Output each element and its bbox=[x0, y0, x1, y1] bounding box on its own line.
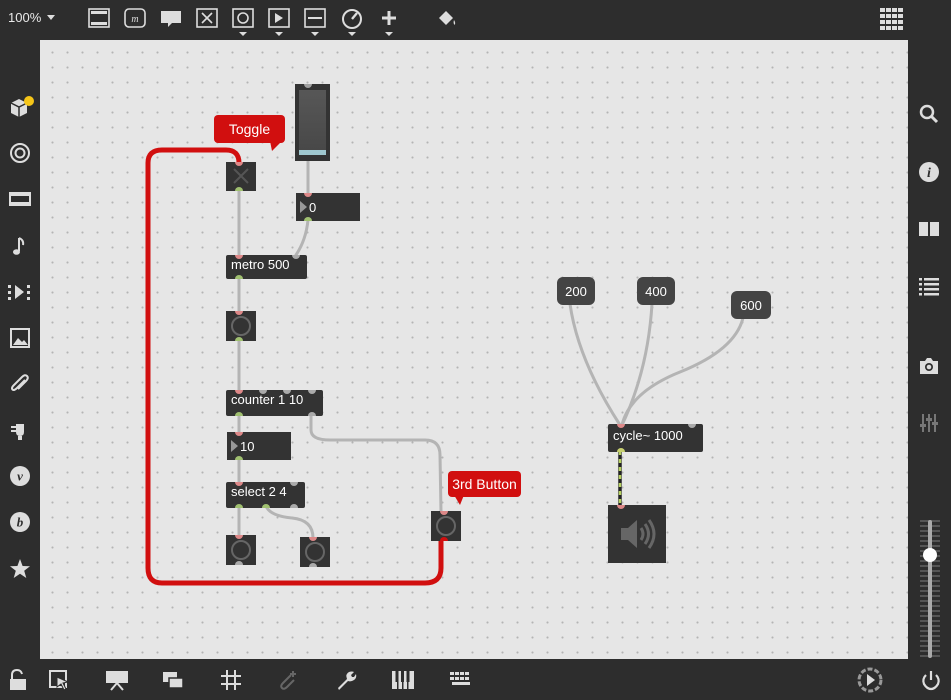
chevron-down-icon[interactable] bbox=[239, 32, 247, 36]
playbar-icon[interactable] bbox=[267, 7, 291, 29]
list-icon[interactable] bbox=[917, 275, 941, 299]
cycle-text: cycle~ 1000 bbox=[613, 428, 683, 443]
toggle-icon[interactable] bbox=[195, 7, 219, 29]
number-box-counter[interactable]: 10 bbox=[227, 432, 291, 460]
grid-icon[interactable] bbox=[219, 667, 243, 693]
speaker-icon bbox=[621, 519, 656, 549]
message-400-text: 400 bbox=[645, 283, 667, 299]
bang-ring-icon bbox=[436, 516, 456, 536]
bang-ring-icon bbox=[305, 542, 325, 562]
piano-icon[interactable] bbox=[390, 667, 416, 693]
add-icon[interactable] bbox=[377, 7, 401, 29]
search-icon[interactable] bbox=[917, 102, 941, 126]
package-icon[interactable] bbox=[8, 94, 34, 120]
svg-text:b: b bbox=[17, 515, 24, 530]
number-value: 0 bbox=[309, 199, 317, 215]
svg-text:m: m bbox=[131, 14, 138, 25]
select-text: select 2 4 bbox=[231, 484, 287, 499]
chevron-down-icon[interactable] bbox=[275, 32, 283, 36]
select-object[interactable]: select 2 4 bbox=[226, 482, 305, 508]
power-icon[interactable] bbox=[918, 667, 944, 693]
third-button-comment-text: 3rd Button bbox=[452, 476, 517, 492]
bang-button-3[interactable] bbox=[300, 537, 330, 567]
keyboard-icon[interactable] bbox=[448, 667, 474, 693]
comment-pointer-icon bbox=[270, 141, 282, 151]
message-600-text: 600 bbox=[740, 297, 762, 313]
windows-icon[interactable] bbox=[160, 667, 186, 693]
comment-icon[interactable] bbox=[159, 7, 183, 29]
triangle-icon bbox=[231, 440, 238, 452]
number-box-top[interactable]: 0 bbox=[296, 193, 360, 221]
presentation-icon[interactable] bbox=[104, 667, 130, 693]
star-icon[interactable] bbox=[8, 557, 32, 581]
volume-slider[interactable] bbox=[920, 520, 940, 658]
message-600[interactable]: 600 bbox=[731, 291, 771, 319]
chevron-down-icon[interactable] bbox=[385, 32, 393, 36]
toggle-comment-text: Toggle bbox=[228, 121, 271, 137]
bang-button-1[interactable] bbox=[226, 311, 256, 341]
toggle-comment[interactable]: Toggle bbox=[214, 115, 285, 143]
zoom-dropdown[interactable]: 100% bbox=[8, 10, 56, 25]
image-icon[interactable] bbox=[8, 326, 32, 350]
comment-pointer-icon bbox=[454, 495, 464, 505]
bang-ring-icon bbox=[231, 540, 251, 560]
paint-bucket-icon[interactable] bbox=[434, 7, 460, 29]
button-icon[interactable] bbox=[231, 7, 255, 29]
counter-text: counter 1 10 bbox=[231, 392, 304, 407]
select-icon[interactable] bbox=[47, 667, 71, 693]
counter-object[interactable]: counter 1 10 bbox=[226, 390, 323, 416]
bottom-toolbar bbox=[0, 659, 951, 700]
dial-icon[interactable] bbox=[339, 6, 365, 30]
ezdac-speaker[interactable] bbox=[608, 505, 666, 563]
chevron-down-icon[interactable] bbox=[311, 32, 319, 36]
snap-icon[interactable] bbox=[276, 667, 300, 693]
plug-icon[interactable] bbox=[8, 418, 32, 442]
number-value: 10 bbox=[240, 438, 255, 454]
chevron-down-icon[interactable] bbox=[348, 32, 356, 36]
film-icon[interactable] bbox=[8, 188, 32, 210]
toggle[interactable] bbox=[226, 162, 256, 191]
metro-text: metro 500 bbox=[231, 257, 290, 272]
mixer-icon[interactable] bbox=[917, 411, 941, 435]
book-icon[interactable] bbox=[917, 217, 941, 241]
lock-icon[interactable] bbox=[6, 667, 30, 693]
info-icon[interactable]: i bbox=[917, 160, 941, 184]
third-bang-button[interactable] bbox=[431, 511, 461, 541]
target-icon[interactable] bbox=[8, 141, 32, 165]
bang-ring-icon bbox=[231, 316, 251, 336]
camera-icon[interactable] bbox=[917, 354, 941, 378]
vimeo-icon[interactable]: v bbox=[8, 464, 32, 488]
left-sidebar: v b bbox=[0, 38, 40, 659]
top-toolbar: 100% m bbox=[0, 0, 951, 38]
svg-text:i: i bbox=[927, 166, 931, 181]
chevron-down-icon bbox=[47, 15, 56, 20]
paperclip-icon[interactable] bbox=[8, 371, 32, 397]
beap-icon[interactable]: b bbox=[8, 510, 32, 534]
message-400[interactable]: 400 bbox=[637, 277, 675, 305]
right-sidebar: i bbox=[908, 38, 951, 659]
third-button-comment[interactable]: 3rd Button bbox=[448, 471, 521, 497]
bang-button-2[interactable] bbox=[226, 535, 256, 565]
grid-layout-icon[interactable] bbox=[878, 6, 906, 32]
patcher-canvas[interactable] bbox=[40, 40, 908, 659]
sequence-icon[interactable] bbox=[6, 280, 34, 304]
svg-text:v: v bbox=[17, 469, 23, 484]
zoom-level: 100% bbox=[8, 10, 42, 25]
music-note-icon[interactable] bbox=[8, 234, 32, 258]
new-object-icon[interactable] bbox=[87, 7, 111, 29]
slider-icon[interactable] bbox=[303, 7, 327, 29]
metro-object[interactable]: metro 500 bbox=[226, 255, 307, 279]
audio-on-icon[interactable] bbox=[855, 665, 885, 695]
triangle-icon bbox=[300, 201, 307, 213]
message-200[interactable]: 200 bbox=[557, 277, 595, 305]
vertical-slider[interactable] bbox=[295, 84, 330, 161]
cycle-object[interactable]: cycle~ 1000 bbox=[608, 424, 703, 452]
message-icon[interactable]: m bbox=[123, 7, 147, 29]
wrench-icon[interactable] bbox=[334, 667, 358, 693]
message-200-text: 200 bbox=[565, 283, 587, 299]
toggle-x-icon bbox=[233, 168, 249, 184]
